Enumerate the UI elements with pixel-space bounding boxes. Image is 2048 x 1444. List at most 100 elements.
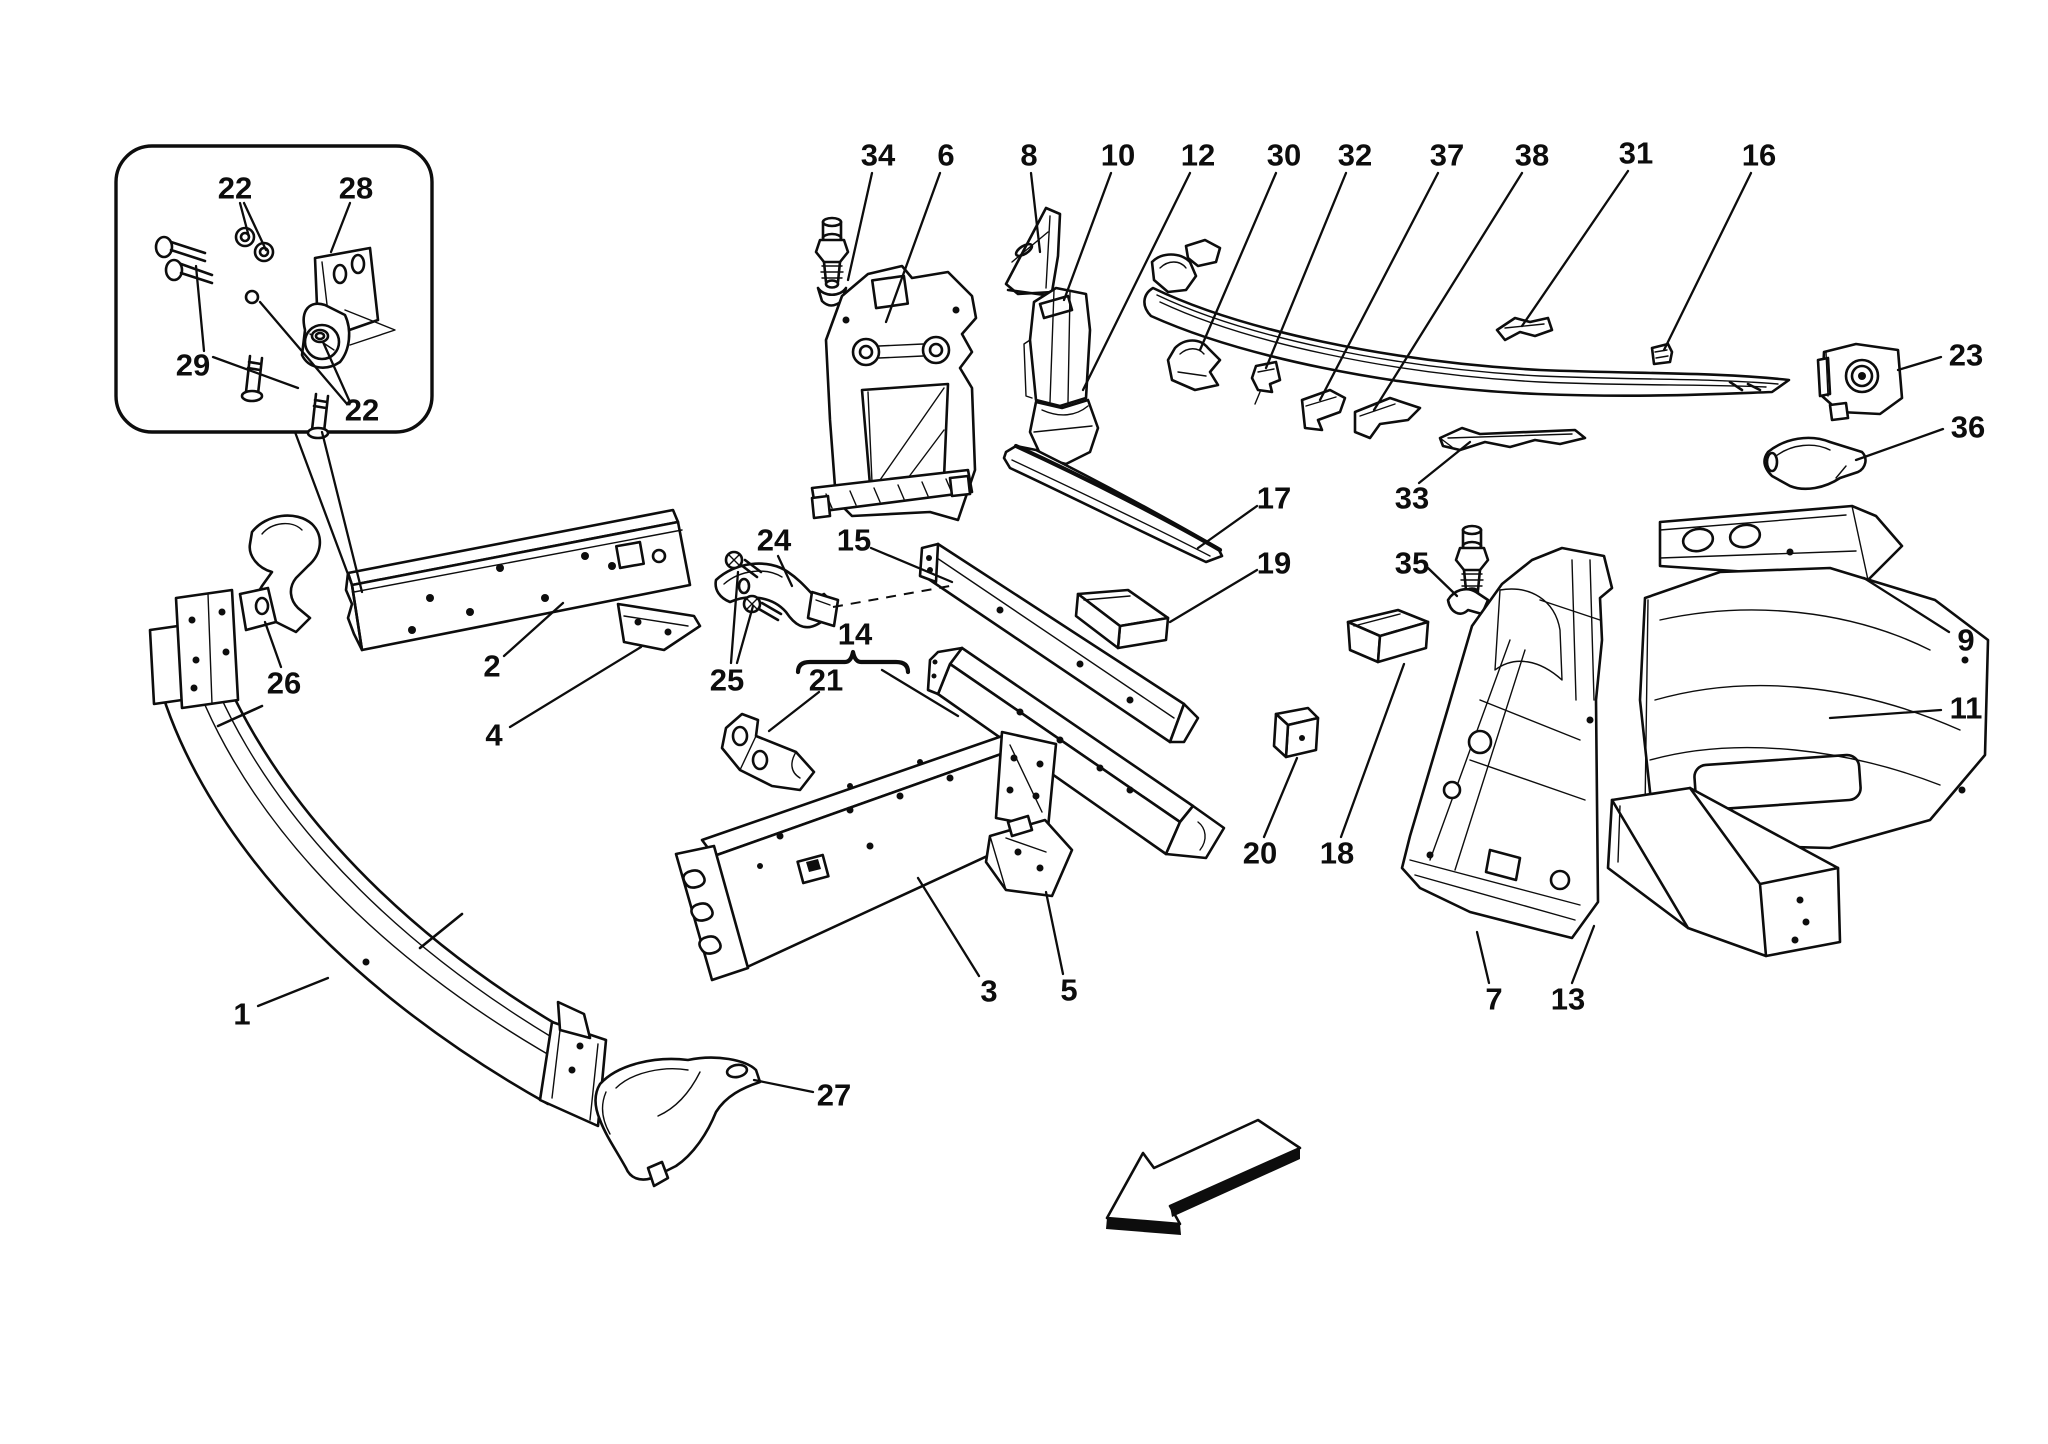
part-4-gusset-plate [616, 602, 702, 652]
part-30-clip [1166, 339, 1222, 392]
part-callout-3: 3 [980, 974, 997, 1009]
part-callout-35: 35 [1395, 546, 1429, 581]
part-callout-11: 11 [1950, 691, 1983, 726]
part-callout-13: 13 [1551, 982, 1585, 1017]
part-callout-21: 21 [809, 663, 843, 698]
part-13-lower-duct [1606, 786, 1842, 958]
part-callout-33: 33 [1395, 481, 1429, 516]
leader-line-29 [211, 355, 300, 390]
part-11-inner-panel [1638, 566, 1990, 850]
leader-line-14 [880, 668, 960, 718]
leader-line-30 [1198, 171, 1278, 352]
part-31-clip [1495, 316, 1554, 342]
leader-line-10 [1062, 171, 1113, 302]
part-9-sill-member [1658, 504, 1904, 582]
inset-link-line [320, 430, 364, 594]
part-callout-18: 18 [1320, 836, 1354, 871]
part-callout-34: 34 [861, 138, 896, 173]
leader-line-21 [767, 690, 821, 733]
part-5-gusset [984, 814, 1074, 898]
part-18-foam-block [1346, 608, 1430, 664]
inset-callout-22: 22 [345, 393, 379, 428]
callout-layer: 1234567891011121314151617181920212324252… [176, 136, 1985, 1113]
leader-line-29 [194, 264, 206, 353]
part-callout-2: 2 [483, 649, 500, 684]
leader-line-26 [263, 620, 283, 669]
leader-line-35 [1426, 566, 1459, 598]
inset-link-lines [293, 430, 951, 675]
part-14-middle-rail [926, 646, 1226, 860]
beam-end-fittings [1150, 238, 1222, 294]
inset-detail-box [114, 144, 434, 440]
leader-line-20 [1262, 756, 1299, 839]
leader-line-32 [1264, 171, 1348, 370]
part-callout-14: 14 [838, 617, 873, 652]
part-6-mounting-panel [810, 264, 978, 522]
leader-line-18 [1339, 662, 1406, 839]
leader-line-23 [1896, 355, 1943, 372]
part-28-bracket [300, 246, 396, 369]
part-23-mount [1816, 342, 1904, 422]
part-callout-19: 19 [1257, 546, 1291, 581]
part-callout-4: 4 [485, 718, 503, 753]
leader-line-25 [735, 604, 755, 665]
direction-arrow [1105, 1118, 1302, 1235]
leader-line-15 [869, 546, 954, 584]
part-callout-38: 38 [1515, 138, 1549, 173]
inset-link-line [293, 430, 351, 579]
part-10-duct-upper [1023, 286, 1092, 408]
leader-line-36 [1854, 427, 1945, 462]
part-2-side-rail-left [344, 508, 692, 652]
part-1-front-bumper-beam [148, 588, 608, 1128]
part-callout-30: 30 [1267, 138, 1301, 173]
leader-line-2 [502, 601, 565, 658]
part-callout-26: 26 [267, 666, 301, 701]
part-callout-15: 15 [837, 523, 871, 558]
leader-line-8 [1029, 171, 1042, 254]
part-3-side-rail-right [674, 730, 1058, 982]
part-7-wheelhouse-frame [1400, 546, 1614, 940]
part-20-block [1272, 706, 1320, 759]
part-callout-31: 31 [1619, 136, 1653, 171]
part-callout-7: 7 [1485, 982, 1502, 1017]
part-callout-37: 37 [1430, 138, 1464, 173]
leader-line-12 [1081, 171, 1192, 392]
leader-line-13 [1570, 924, 1596, 985]
part-25-fasteners [724, 550, 783, 622]
group-14-brace [795, 649, 911, 675]
inset-callout-22: 22 [218, 171, 252, 206]
part-32-bracket [1250, 360, 1282, 405]
leader-line-31 [1520, 169, 1630, 328]
part-callout-23: 23 [1949, 338, 1983, 373]
part-callout-17: 17 [1257, 481, 1291, 516]
leader-line-38 [1372, 171, 1524, 412]
leader-line-37 [1318, 171, 1440, 402]
inset-callout-28: 28 [339, 171, 373, 206]
part-callout-25: 25 [710, 663, 744, 698]
leader-line-25 [729, 570, 740, 665]
part-callout-32: 32 [1338, 138, 1372, 173]
leader-line-19 [1168, 568, 1259, 624]
part-37-retainer [1300, 388, 1347, 432]
part-21-bracket [720, 712, 816, 792]
upper-curved-beam [1143, 286, 1791, 398]
part-16-clamp [1650, 342, 1674, 366]
part-12-duct-lower [1028, 398, 1100, 466]
part-callout-20: 20 [1243, 836, 1277, 871]
leader-line-6 [884, 171, 942, 324]
part-33-strip [1438, 426, 1587, 452]
leader-line-4 [508, 645, 643, 729]
part-35-sensor [1446, 524, 1490, 616]
part-callout-6: 6 [937, 138, 954, 173]
part-15-cross-rail [918, 542, 1200, 744]
leader-line-9 [1862, 576, 1951, 634]
part-callout-36: 36 [1951, 410, 1985, 445]
part-38-retainer [1353, 396, 1422, 440]
inset-callout-29: 29 [176, 348, 210, 383]
leader-line-24 [776, 554, 794, 588]
part-callout-16: 16 [1742, 138, 1776, 173]
leader-line-22 [238, 201, 251, 239]
leader-line-17 [1196, 504, 1259, 550]
